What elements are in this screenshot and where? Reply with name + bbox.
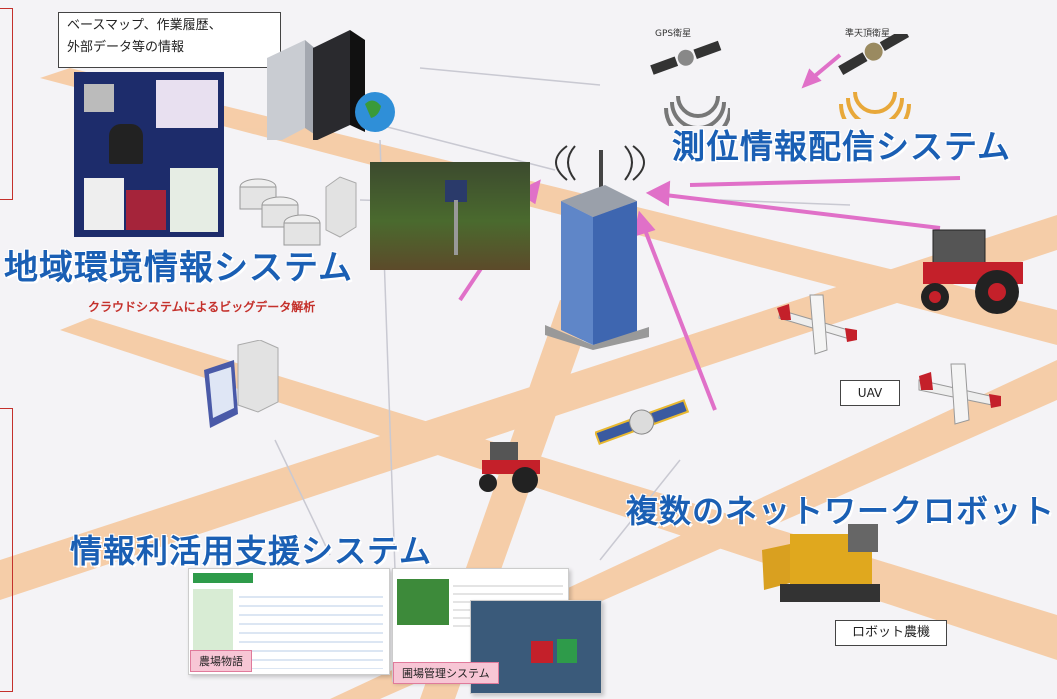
large-tractor-icon: [921, 229, 1023, 314]
title-network-robots: 複数のネットワークロボット: [626, 492, 1056, 530]
storage-disks-icon: [239, 176, 357, 246]
title-info-utilization-system: 情報利活用支援システム: [70, 532, 433, 570]
left-frame-top: [0, 8, 13, 200]
base-station-building-icon: [545, 145, 649, 350]
qzss-satellite-icon: [838, 34, 911, 119]
title-regional-environment-system: 地域環境情報システム: [4, 248, 353, 288]
terminal-computer-icon: [204, 340, 279, 428]
data-info-line1: ベースマップ、作業履歴、: [67, 18, 222, 33]
server-icon: [267, 30, 395, 140]
small-tractor-icon: [479, 442, 540, 493]
title-positioning-system: 測位情報配信システム: [672, 127, 1012, 166]
monitoring-panel-image: [74, 72, 224, 237]
robot-machine-label: ロボット農機: [835, 620, 947, 646]
qzss-satellite-label: 準天頂衛星: [845, 29, 891, 39]
cloud-analysis-caption: クラウドシステムによるビッグデータ解析: [88, 300, 316, 314]
uav-drone-icon-2: [918, 363, 1001, 425]
left-frame-bottom: [0, 408, 13, 692]
data-info-line2: 外部データ等の情報: [67, 40, 185, 55]
field-management-tag: 圃場管理システム: [393, 662, 499, 684]
data-info-box: ベースマップ、作業履歴、 外部データ等の情報: [58, 12, 281, 68]
gps-satellite-icon: [650, 40, 730, 126]
communication-satellite-icon: [595, 399, 690, 446]
uav-label: UAV: [840, 380, 900, 406]
gps-satellite-label: GPS衛星: [655, 29, 692, 39]
robot-combine-harvester-icon: [762, 524, 880, 602]
uav-drone-icon: [777, 294, 857, 355]
field-sensor-photo: [370, 162, 530, 270]
farm-story-tag: 農場物語: [190, 650, 252, 672]
